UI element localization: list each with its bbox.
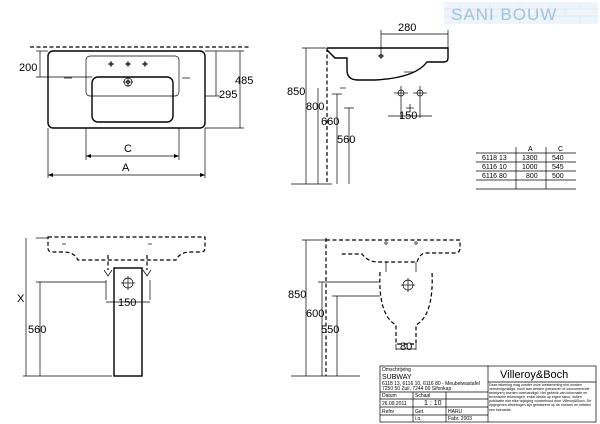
dim-280: 280	[398, 22, 416, 34]
sani-bouw-logo: SANI BOUW	[444, 2, 598, 24]
dim-560-front: 560	[28, 324, 46, 336]
size-table-cell: 6118 13	[482, 155, 507, 162]
dim-485: 485	[235, 75, 253, 87]
product-line2: 7250 50 Zuil, 7244 00 Sifonkap	[382, 386, 451, 392]
size-table-cell: 540	[552, 155, 564, 162]
dim-850-side: 850	[287, 86, 305, 98]
dim-a: A	[122, 162, 130, 174]
top-view: 200 295 485 C A	[19, 46, 253, 178]
size-table-header: C	[558, 146, 563, 153]
side-view-bottom: 80 850 600 550	[288, 238, 461, 377]
by-value: HARU	[448, 409, 463, 415]
dim-660-side: 660	[321, 116, 339, 128]
disclaimer-text: Deze tekening mag zonder onze toestemmin…	[489, 383, 592, 412]
dim-600: 600	[306, 308, 324, 320]
label-scale: Schaal	[415, 393, 430, 399]
size-table: A C 6118 13 1300 540 6116 10 1000 545 61…	[476, 146, 576, 190]
logo-text: SANI BOUW	[451, 5, 557, 24]
dim-850-bottom: 850	[288, 289, 306, 301]
dim-560-side: 560	[337, 134, 355, 146]
size-table-cell: 545	[552, 164, 564, 171]
dim-150-front: 150	[118, 297, 136, 309]
dim-80: 80	[400, 341, 412, 353]
product-name: SUBWAY	[382, 374, 412, 381]
brand-name: Villeroy&Boch	[500, 369, 568, 381]
size-table-cell: 800	[526, 173, 538, 180]
size-table-cell: 1300	[522, 155, 538, 162]
ref-value: Fabr. 2003	[448, 416, 472, 422]
label-date: Datum	[382, 393, 397, 399]
dim-150-side: 150	[399, 110, 417, 122]
dim-295: 295	[219, 89, 237, 101]
date-value: 26.09.2011	[382, 401, 407, 407]
front-view-bottom: 150 X 560	[17, 236, 206, 377]
label-by: Get.	[415, 409, 424, 415]
disclaimer-box: Deze tekening mag zonder onze toestemmin…	[489, 383, 592, 412]
label-by2: i.o.	[415, 416, 422, 422]
dim-200: 200	[19, 62, 37, 74]
scale-value: 1 : 10	[424, 400, 442, 407]
title-block: Omschrijving SUBWAY 6118 13, 6116 10, 61…	[379, 365, 597, 423]
dim-x: X	[17, 293, 25, 305]
size-table-header: A	[528, 146, 533, 153]
size-table-cell: 6116 10	[482, 164, 507, 171]
dim-800-side: 800	[306, 101, 324, 113]
size-table-cell: 6116 80	[482, 173, 507, 180]
label-description: Omschrijving	[382, 367, 411, 373]
dim-550: 550	[321, 324, 339, 336]
size-table-cell: 1000	[522, 164, 538, 171]
label-ref: Refnr	[382, 409, 395, 415]
size-table-cell: 500	[552, 173, 564, 180]
product-line1: 6118 13, 6116 10, 6116 80 - Meubelwastaf…	[382, 381, 480, 387]
side-view: 280 150 850 800 660 560	[287, 22, 449, 185]
dim-c: C	[124, 143, 132, 155]
